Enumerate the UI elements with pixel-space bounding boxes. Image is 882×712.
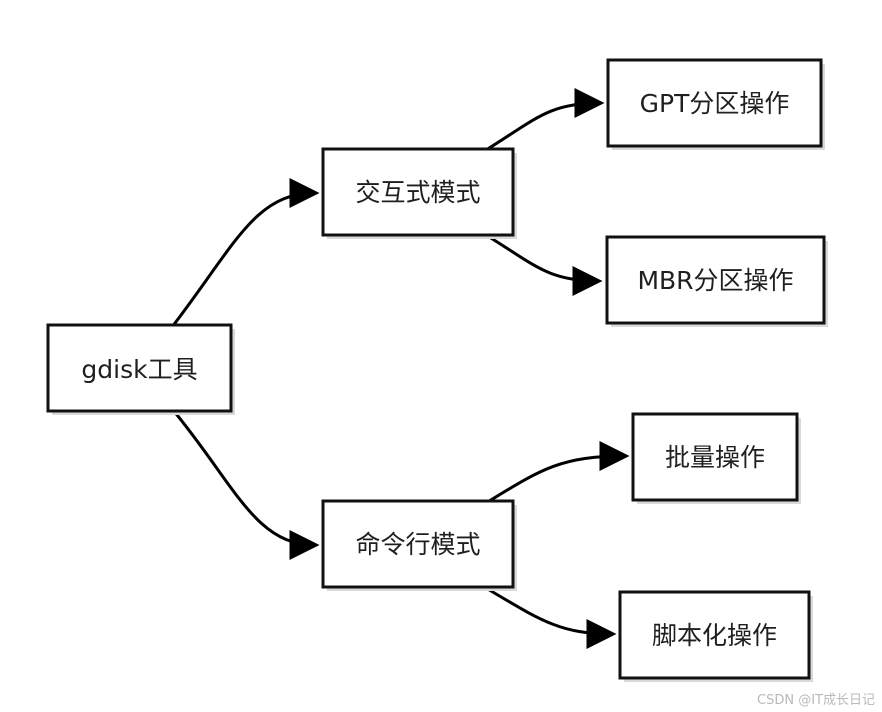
edge-commandline-batch (484, 441, 630, 505)
node-interactive-mode-label: 交互式模式 (355, 178, 480, 207)
edge-root-commandline (171, 408, 320, 560)
node-script-operation: 脚本化操作 (618, 590, 813, 682)
node-commandline-mode: 命令行模式 (321, 499, 517, 591)
edge-root-interactive (170, 178, 320, 329)
edge-commandline-script (484, 586, 617, 649)
node-mbr-partition-label: MBR分区操作 (637, 266, 793, 295)
node-commandline-mode-label: 命令行模式 (355, 530, 480, 559)
node-gpt-partition-label: GPT分区操作 (640, 89, 790, 118)
node-script-operation-label: 脚本化操作 (652, 621, 777, 650)
node-gdisk-tool: gdisk工具 (46, 323, 235, 415)
node-batch-operation-label: 批量操作 (665, 443, 765, 472)
node-gpt-partition: GPT分区操作 (606, 58, 825, 150)
node-mbr-partition: MBR分区操作 (605, 235, 828, 327)
node-gdisk-tool-label: gdisk工具 (81, 355, 197, 384)
csdn-watermark: CSDN @IT成长日记 (757, 693, 875, 708)
edge-interactive-gpt (484, 88, 605, 152)
edge-interactive-mbr (484, 233, 603, 296)
node-batch-operation: 批量操作 (631, 412, 801, 504)
node-interactive-mode: 交互式模式 (321, 147, 517, 239)
